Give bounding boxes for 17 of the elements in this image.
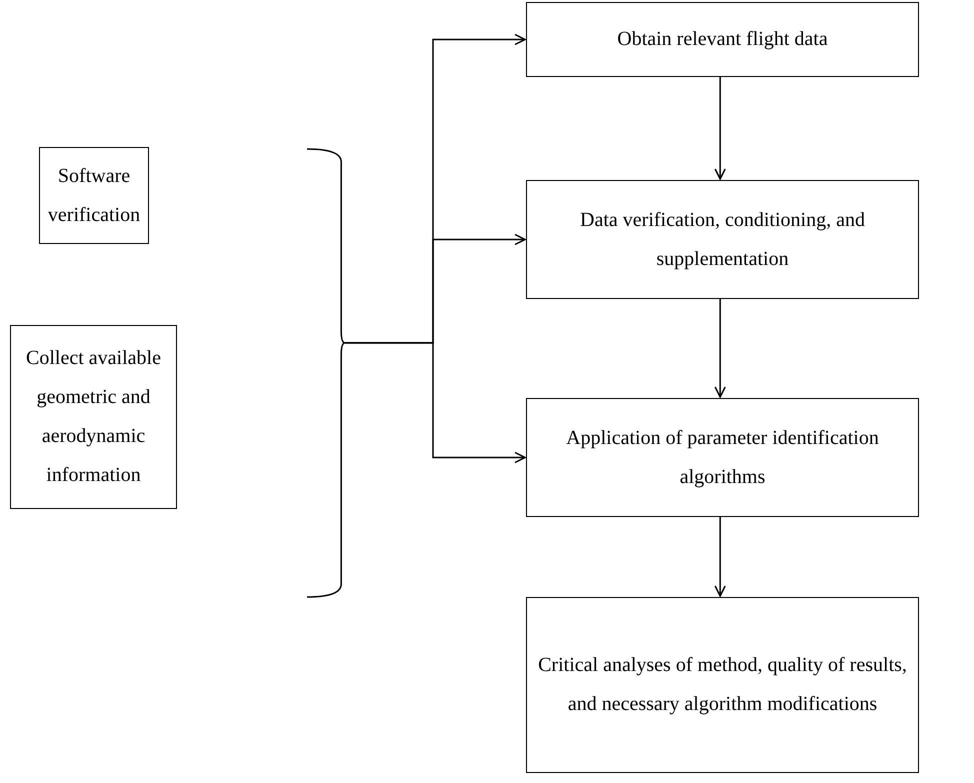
box-text: Critical analyses of method, quality of results, and necessary algorithm modifications [537,653,908,717]
process-box [526,597,919,773]
box-text: Software verification [48,164,140,228]
arrow [714,517,726,597]
box-text: Data verification, conditioning, and supplementation [579,208,866,272]
curly-brace [307,148,345,598]
arrow [714,299,726,398]
process-box [39,147,149,244]
arrow [714,77,726,180]
process-box [526,180,919,299]
box-text: Application of parameter identification algorithms [565,426,880,490]
box-text: Collect available geometric and aerodynamic information [25,346,162,488]
process-box [526,2,919,77]
process-box [10,325,177,509]
process-box [526,398,919,517]
arrow [345,342,526,464]
box-text: Obtain relevant flight data [617,27,828,52]
